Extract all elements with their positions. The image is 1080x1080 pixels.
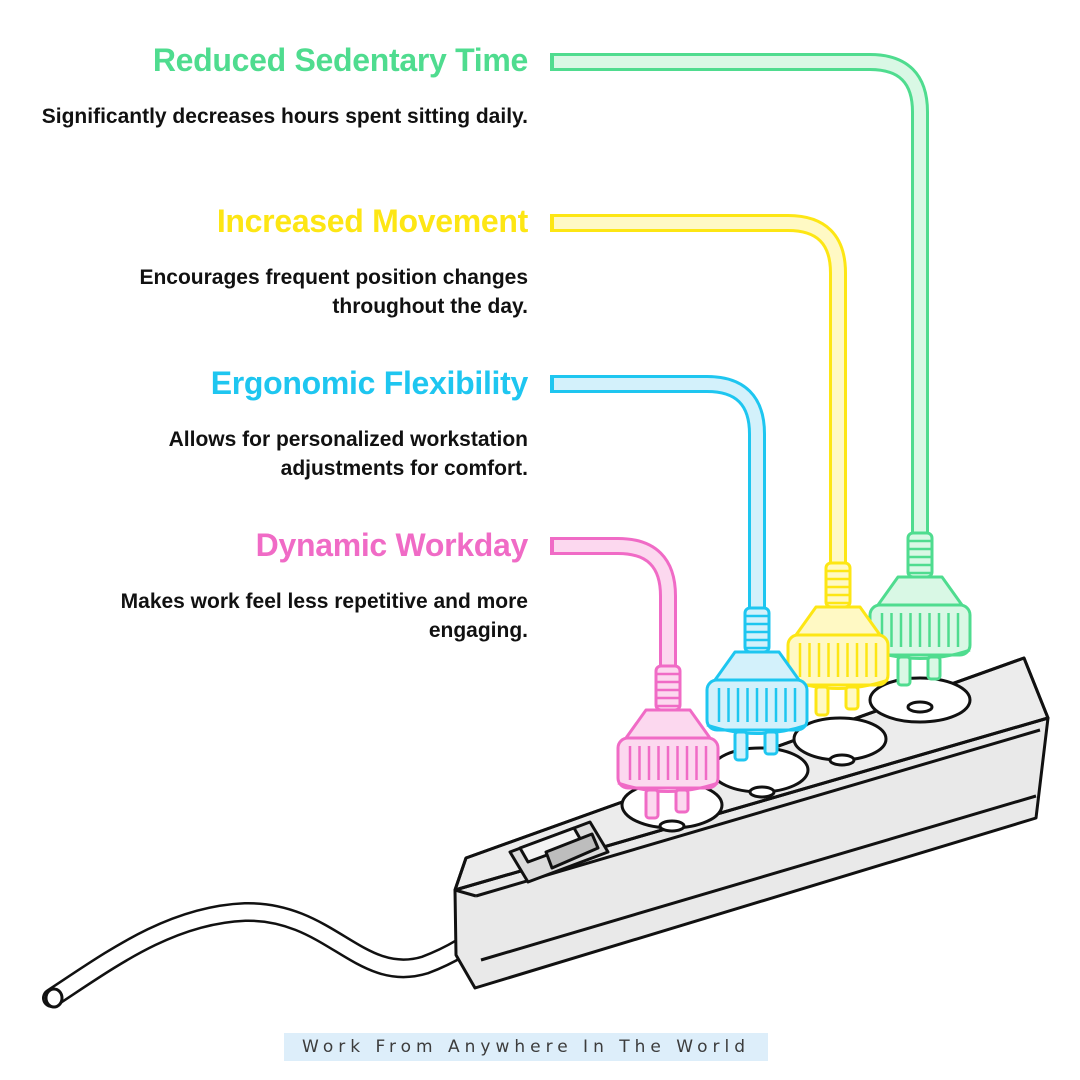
leader-cable [552,375,766,610]
leader-cable [552,53,929,535]
benefit-description: Significantly decreases hours spent sitt… [41,105,528,128]
leader-cable-fill [552,56,926,535]
benefit-title: Increased Movement [216,203,528,239]
benefit-title: Reduced Sedentary Time [152,42,528,78]
benefit-description: Encourages frequent position changes thr… [139,266,528,318]
plug-prong [844,685,860,711]
power-cable [42,901,526,1009]
plug-prong [674,788,690,814]
leader-end [550,214,554,232]
plug-prong [733,730,749,762]
benefit-dynamic-workday: Dynamic Workday Makes work feel less rep… [40,527,529,645]
leader-end [550,53,554,71]
leader-cable [552,537,677,668]
leader-end [550,375,554,393]
benefit-title: Dynamic Workday [255,527,529,563]
plug-prong [814,685,830,717]
benefit-ergonomic-flexibility: Ergonomic Flexibility Allows for persona… [40,365,529,483]
plug-reduced-sedentary-time [550,53,972,687]
plug-ergonomic-flexibility [550,375,809,762]
benefit-increased-movement: Increased Movement Encourages frequent p… [40,203,528,321]
benefit-description: Allows for personalized workstation adju… [168,428,528,480]
plug-base-edge [706,723,808,735]
plug-cap-top [794,605,882,637]
benefit-title: Ergonomic Flexibility [210,365,529,401]
plug-prong [763,730,779,756]
plug-strain-relief [906,531,934,579]
switch-icon [508,820,610,884]
plug-cap-top [624,708,712,740]
plug-strain-relief [743,606,771,654]
plug-prong [896,655,912,687]
leader-cable-fill [552,217,844,565]
plug-prong [926,655,942,681]
plug-prong [644,788,660,820]
leader-cable-fill [552,540,674,668]
leader-cable-fill [552,378,763,610]
plug-base-edge [617,781,719,793]
plug-cap-top [876,575,964,607]
benefit-reduced-sedentary-time: Reduced Sedentary Time Significantly dec… [40,42,529,131]
footer-banner: Work From Anywhere In The World [284,1033,768,1061]
plug-dynamic-workday [550,537,720,820]
plug-strain-relief [824,561,852,609]
plug-strain-relief [654,664,682,712]
leader-cable [552,214,847,565]
leader-end [550,537,554,555]
plug-cap-top [713,650,801,682]
plug-increased-movement [550,214,890,717]
benefit-description: Makes work feel less repetitive and more… [120,590,528,642]
